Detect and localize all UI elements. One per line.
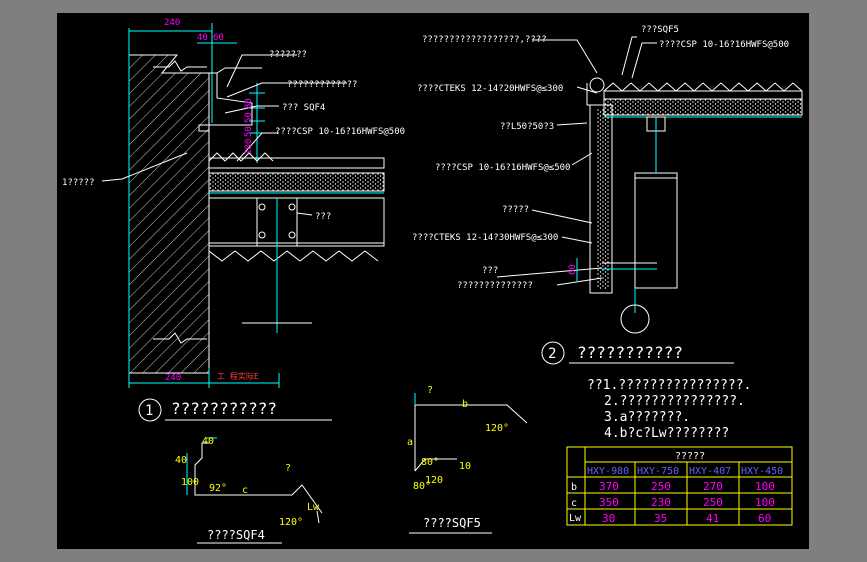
spec-table-grid [566,446,793,526]
d2-label-a: ??????????????????,???? [422,35,547,45]
sqf5-q: ? [427,385,433,396]
d2-circle-num: 2 [548,346,556,362]
detail1-beam [208,197,385,333]
d1-dim-240-bottom: 240 [165,373,181,383]
d2-circle [541,341,565,365]
table-row-key: c [571,498,577,509]
d1-circle-num: 1 [145,403,153,419]
sqf5-b: b [462,399,468,410]
note-1: ??1.????????????????. [587,378,751,393]
table-cell: 270 [703,480,723,493]
table-cell: 35 [654,512,667,525]
sqf5-angle-80a: 80° [421,457,439,468]
sqf5-profile [414,393,528,472]
table-cell: 250 [651,480,671,493]
d1-label-4: ????CSP 10-16?16HWFS@500 [275,127,405,137]
d1-label-3: ??? SQF4 [282,103,325,113]
sqf4-q: ? [285,463,291,474]
d1-dim-100: 100 [244,139,254,155]
d2-label-g: ????? [502,205,529,215]
table-cell: 250 [703,496,723,509]
d1-dim-40: 40 [197,33,208,43]
sqf5-a: a [407,437,413,448]
d1-dim-240-top: 240 [164,18,180,28]
sqf4-profile [186,437,323,524]
table-cell: 100 [755,496,775,509]
sqf4-c: c [242,485,248,496]
d1-dim-80: 80 [244,98,254,109]
sqf5-120: 120 [425,475,443,486]
detail1-break-marks [153,60,207,344]
d1-circle [138,398,162,422]
d2-label-d: ????CTEKS 12-14?20HWFS@≤300 [417,84,563,94]
table-cell: 370 [599,480,619,493]
note-4: 4.b?c?Lw???????? [604,426,729,441]
d2-label-c: ????CSP 10-16?16HWFS@500 [659,40,789,50]
table-row-key: b [571,482,577,493]
note-2: 2.???????????????. [604,394,745,409]
detail1-flashing [198,67,262,132]
d2-label-i: ??? [482,266,498,276]
drawing-canvas[interactable]: 240 40 60 240 工 程实际E 80 50 50 100 ??????… [57,13,809,549]
table-cell: 30 [602,512,615,525]
d2-grid-bubble [620,304,650,334]
d2-label-b: ???SQF5 [641,25,679,35]
d1-red-note: 工 程实际E [217,371,259,381]
table-col-1: HXY-980 [587,466,629,477]
d2-label-f: ????CSP 10-16?16HWFS@≤500 [435,163,570,173]
sqf4-title: ????SQF4 [207,528,265,542]
sqf4-dim-40b: 40 [175,455,187,466]
table-col-2: HXY-750 [637,466,679,477]
detail2-wall-panel [586,77,613,294]
table-col-4: HXY-450 [741,466,783,477]
sqf4-angle-92: 92° [209,483,227,494]
d2-label-h: ????CTEKS 12-14?30HWFS@≤300 [412,233,558,243]
d1-label-5: ??? [315,212,331,222]
detail2-column [602,116,678,313]
sqf4-lw: Lw [307,502,320,513]
d1-title: ??????????? [171,399,277,418]
sqf5-dim-10: 10 [459,461,471,472]
detail2-leaders [496,36,657,286]
table-col-3: HXY-407 [689,466,731,477]
sqf4-dim-100: 100 [181,477,199,488]
table-row-key: Lw [569,513,582,524]
detail2-roof-panel [603,82,803,118]
sqf4-angle-120: 120° [279,517,303,528]
d1-dim-50b: 50 [244,126,254,137]
table-cell: 350 [599,496,619,509]
table-cell: 230 [651,496,671,509]
note-3: 3.a???????. [604,410,690,425]
d2-label-j: ?????????????? [457,281,533,291]
table-cell: 41 [706,512,719,525]
detail1-roof-panel [208,152,385,199]
table-cell: 60 [758,512,771,525]
d2-title: ??????????? [577,343,683,362]
sqf5-title: ????SQF5 [423,516,481,530]
d1-label-6: 1????? [62,178,95,188]
sqf5-angle-80b: 80° [413,481,431,492]
detail1-leaders [101,54,347,216]
cad-drawing: 240 40 60 240 工 程实际E 80 50 50 100 ??????… [62,18,803,544]
d1-label-2: ????????????? [287,80,357,90]
sqf5-angle-120a: 120° [485,423,509,434]
d1-dim-50a: 50 [244,112,254,123]
table-header: ????? [675,451,705,462]
detail1-wall [128,54,210,374]
table-cell: 100 [755,480,775,493]
d1-dim-60: 60 [213,33,224,43]
d1-label-1: ??????? [269,50,307,60]
d2-label-e: ??L50?50?3 [500,122,554,132]
sqf4-dim-40a: 40 [202,436,214,447]
d2-dim-60: 60 [568,264,578,275]
